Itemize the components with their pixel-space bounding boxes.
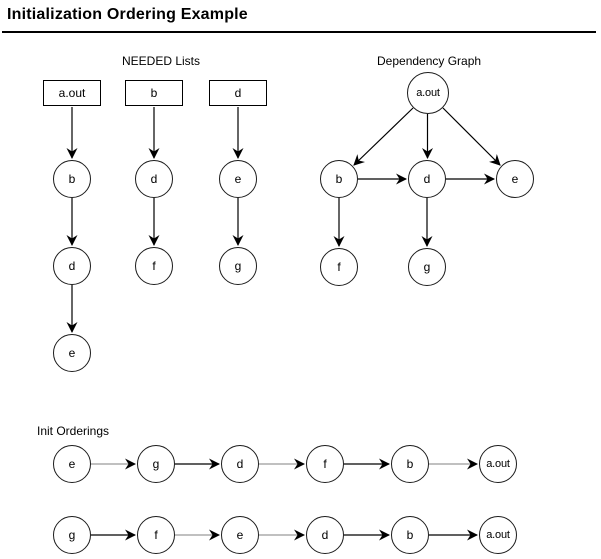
order2-node-g: g bbox=[53, 516, 91, 554]
init-orderings-label: Init Orderings bbox=[37, 424, 110, 438]
needed-node-f: f bbox=[135, 247, 173, 285]
edge-aout-e bbox=[442, 107, 501, 166]
needed-node-e2: e bbox=[219, 160, 257, 198]
order1-node-b: b bbox=[391, 445, 429, 483]
edge-aout-b bbox=[353, 107, 414, 166]
order2-node-b: b bbox=[391, 516, 429, 554]
needed-root-box-d: d bbox=[209, 80, 267, 106]
dep-node-f: f bbox=[320, 248, 358, 286]
order1-node-aout: a.out bbox=[479, 445, 517, 483]
order2-node-e: e bbox=[221, 516, 259, 554]
dependency-graph-label: Dependency Graph bbox=[377, 54, 482, 68]
page-title: Initialization Ordering Example bbox=[7, 6, 248, 23]
order1-node-e: e bbox=[53, 445, 91, 483]
order2-node-f: f bbox=[137, 516, 175, 554]
dep-node-g: g bbox=[408, 248, 446, 286]
needed-node-b: b bbox=[53, 160, 91, 198]
order2-node-aout: a.out bbox=[479, 516, 517, 554]
dep-node-e: e bbox=[496, 160, 534, 198]
order2-node-d: d bbox=[306, 516, 344, 554]
order1-node-f: f bbox=[306, 445, 344, 483]
needed-root-box-b: b bbox=[125, 80, 183, 106]
order1-node-g: g bbox=[137, 445, 175, 483]
needed-lists-label: NEEDED Lists bbox=[122, 54, 201, 68]
needed-node-g: g bbox=[219, 247, 257, 285]
needed-node-d2: d bbox=[135, 160, 173, 198]
needed-node-d: d bbox=[53, 247, 91, 285]
order1-node-d: d bbox=[221, 445, 259, 483]
needed-root-box-aout: a.out bbox=[43, 80, 101, 106]
title-divider bbox=[2, 31, 596, 33]
needed-node-e: e bbox=[53, 334, 91, 372]
dep-node-b: b bbox=[320, 160, 358, 198]
dep-node-aout: a.out bbox=[407, 72, 449, 114]
dep-node-d: d bbox=[408, 160, 446, 198]
